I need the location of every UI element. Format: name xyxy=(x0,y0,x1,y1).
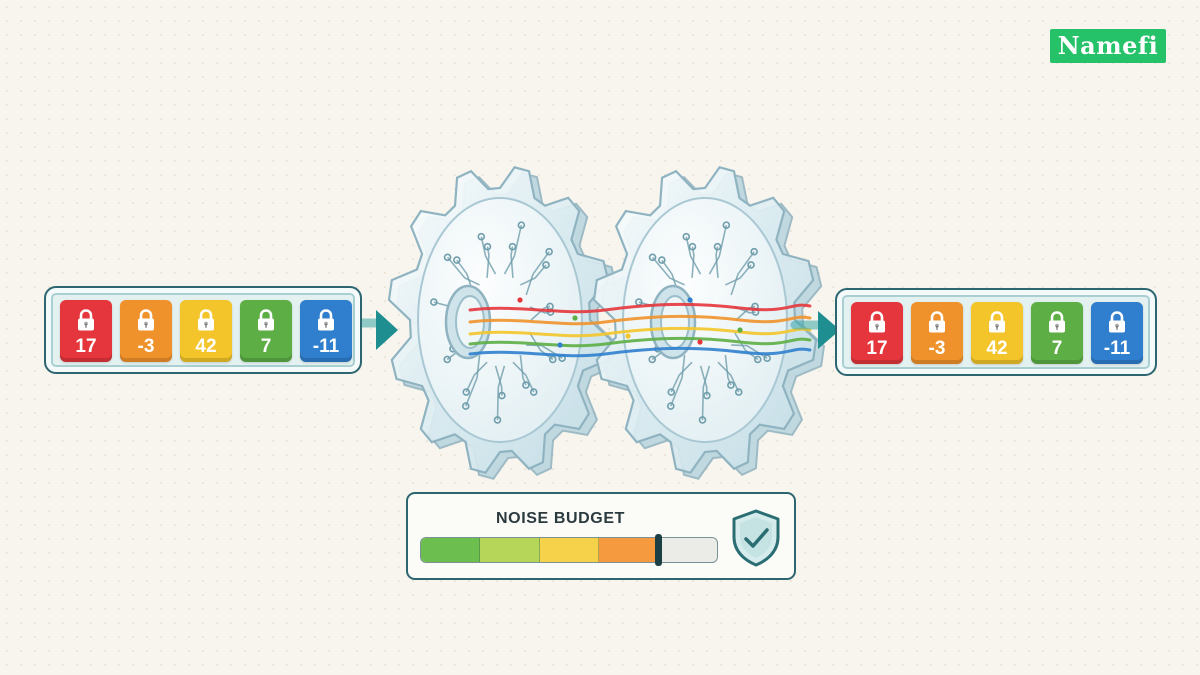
data-particle xyxy=(557,342,563,348)
noise-budget-bar xyxy=(420,537,718,563)
lock-icon xyxy=(989,311,1005,333)
encrypted-value-cell: 7 xyxy=(1031,302,1083,364)
noise-budget-marker xyxy=(655,534,663,566)
noise-budget-segment xyxy=(480,538,540,562)
data-particle xyxy=(737,327,743,333)
data-stream-line xyxy=(468,302,812,314)
encrypted-value: -11 xyxy=(1103,338,1131,359)
brand-logo: Namefi xyxy=(1050,29,1166,63)
encrypted-value: -3 xyxy=(137,336,155,357)
encrypted-value: -11 xyxy=(312,336,340,357)
encrypted-value-cell: -11 xyxy=(1091,302,1143,364)
shield-check-icon xyxy=(732,509,780,567)
encrypted-value-cell: 17 xyxy=(60,300,112,362)
encrypted-value-cell: 42 xyxy=(180,300,232,362)
encrypted-value: 7 xyxy=(260,336,272,357)
noise-budget-fill xyxy=(421,538,658,562)
output-encrypted-array: 17 -3 42 7 -11 xyxy=(835,288,1157,376)
encrypted-value: -3 xyxy=(928,338,946,359)
encrypted-value-cell: 42 xyxy=(971,302,1023,364)
noise-budget-segment xyxy=(599,538,658,562)
encrypted-value-cell: 7 xyxy=(240,300,292,362)
encrypted-value: 17 xyxy=(866,338,888,359)
data-particle xyxy=(697,339,703,345)
data-particle xyxy=(687,297,693,303)
data-stream-line xyxy=(468,346,812,358)
lock-icon xyxy=(138,309,154,331)
lock-icon xyxy=(258,309,274,331)
lock-icon xyxy=(318,309,334,331)
encrypted-value-cell: -11 xyxy=(300,300,352,362)
noise-budget-segment xyxy=(539,538,600,562)
output-arrow xyxy=(790,311,840,349)
lock-icon xyxy=(929,311,945,333)
lock-icon xyxy=(869,311,885,333)
noise-budget-title: NOISE BUDGET xyxy=(496,510,625,527)
data-stream-line xyxy=(468,314,812,326)
data-stream-line xyxy=(468,336,812,348)
data-particle xyxy=(517,297,523,303)
encrypted-value-cell: -3 xyxy=(911,302,963,364)
lock-icon xyxy=(1109,311,1125,333)
encrypted-value: 7 xyxy=(1051,338,1063,359)
lock-icon xyxy=(1049,311,1065,333)
encrypted-value-cell: -3 xyxy=(120,300,172,362)
noise-budget-panel: NOISE BUDGET xyxy=(406,492,796,580)
output-cells: 17 -3 42 7 -11 xyxy=(851,302,1143,364)
encrypted-value-cell: 17 xyxy=(851,302,903,364)
encrypted-value: 42 xyxy=(195,336,217,357)
data-particle xyxy=(572,315,578,321)
data-particle xyxy=(625,333,631,339)
circuit-gear-icon xyxy=(592,166,826,480)
input-encrypted-array: 17 -3 42 7 -11 xyxy=(44,286,362,374)
lock-icon xyxy=(198,309,214,331)
noise-budget-segment xyxy=(421,538,481,562)
encrypted-value: 17 xyxy=(75,336,97,357)
lock-icon xyxy=(78,309,94,331)
input-cells: 17 -3 42 7 -11 xyxy=(60,300,352,362)
encrypted-value: 42 xyxy=(986,338,1008,359)
data-stream-line xyxy=(468,326,812,338)
